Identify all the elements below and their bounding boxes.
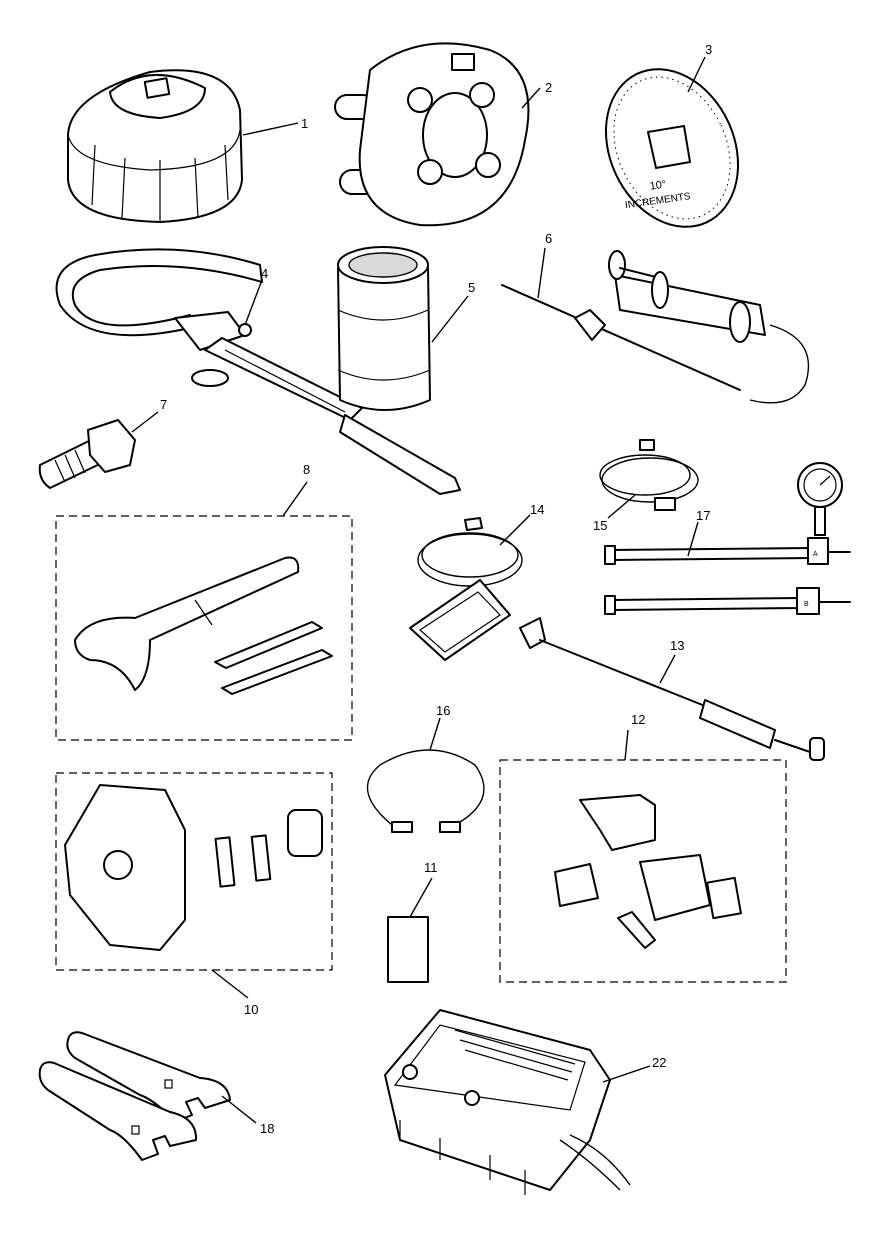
part-13-probe-tool — [519, 617, 825, 761]
callout-22: 22 — [652, 1055, 666, 1070]
callout-labels: 1 2 3 4 5 6 7 8 10 11 12 13 14 15 16 17 … — [160, 42, 712, 1136]
part-8-pin-wrench-set — [55, 515, 353, 741]
part-10-locking-tool-set — [55, 772, 333, 971]
part-22-battery-charger — [384, 1009, 631, 1195]
part-1-oil-filter-wrench — [67, 69, 243, 223]
part-16-small-cable — [366, 749, 485, 833]
part-14-diagnostic-cable — [409, 517, 523, 661]
callout-18: 18 — [260, 1121, 274, 1136]
callout-16: 16 — [436, 703, 450, 718]
part-3-degree-dial: 10° INCREMENTS — [604, 68, 740, 228]
part-18-spanner-wrenches — [38, 1031, 231, 1161]
part-12-gauge-kit — [499, 759, 787, 983]
dial-text-degrees: 10° — [649, 179, 667, 193]
callout-1: 1 — [301, 116, 308, 131]
callout-17: 17 — [696, 508, 710, 523]
callout-2: 2 — [545, 80, 552, 95]
part-7-adapter-bolt — [38, 419, 136, 489]
port-label-b: B — [804, 601, 809, 608]
callout-6: 6 — [545, 231, 552, 246]
callout-15: 15 — [593, 518, 607, 533]
leader-lines — [131, 56, 706, 1124]
part-17-pressure-gauge: A B — [604, 462, 851, 615]
callout-5: 5 — [468, 280, 475, 295]
callout-3: 3 — [705, 42, 712, 57]
callout-8: 8 — [303, 462, 310, 477]
callout-14: 14 — [530, 502, 544, 517]
part-4-strap-wrench — [55, 248, 461, 495]
callout-13: 13 — [670, 638, 684, 653]
part-11-card — [387, 916, 429, 983]
callout-10: 10 — [244, 1002, 258, 1017]
callout-4: 4 — [261, 266, 268, 281]
callout-11: 11 — [424, 860, 438, 875]
part-2-holding-plate — [334, 42, 530, 227]
callout-7: 7 — [160, 397, 167, 412]
part-15-cable — [599, 439, 699, 511]
port-label-a: A — [813, 551, 818, 558]
callout-12: 12 — [631, 712, 645, 727]
part-6-syringe-tool — [501, 250, 810, 404]
part-5-sleeve — [337, 246, 431, 411]
